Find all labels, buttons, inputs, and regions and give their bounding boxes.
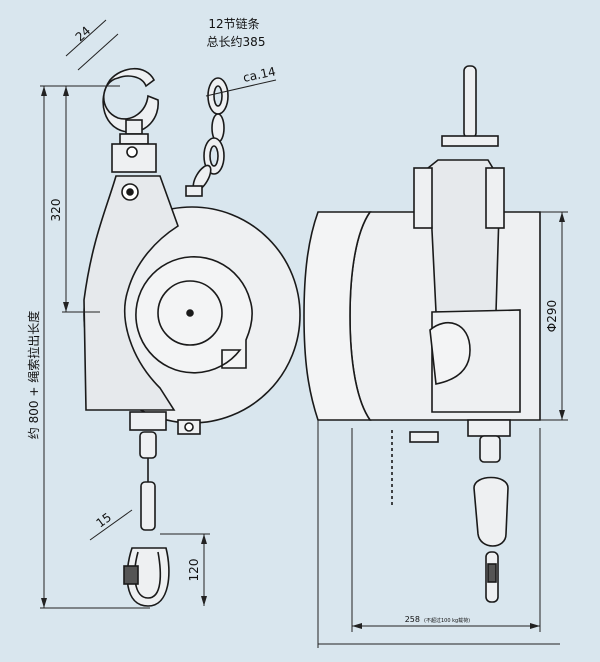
side-carabiner <box>473 476 509 547</box>
dim-phi290-label: Φ290 <box>545 300 559 332</box>
dim-ca14-label: ca.14 <box>242 64 277 85</box>
top-hook <box>102 67 159 145</box>
dimension-lines <box>40 19 568 648</box>
dim-15-label: 15 <box>94 510 115 530</box>
chain-note-line2: 总长约385 <box>207 34 266 49</box>
front-view <box>83 67 301 607</box>
dim-24-label: 24 <box>73 24 94 45</box>
dim-120-label: 120 <box>187 559 201 582</box>
carabiner <box>123 481 170 607</box>
dim-320-label: 320 <box>49 199 63 222</box>
front-ring <box>303 211 372 421</box>
chain <box>185 77 229 197</box>
dim-258-note: (不超过100 kg载荷) <box>424 617 470 624</box>
arrowheads <box>41 86 565 629</box>
dim-total-label: 约 800 + 绳索拉出长度 <box>26 311 41 439</box>
dim-258-label: 258 <box>405 615 420 624</box>
chain-note-line1: 12节链条 <box>208 16 259 31</box>
bottom-block <box>129 411 167 431</box>
side-cover <box>83 175 179 411</box>
swivel <box>139 431 157 459</box>
hanger-shaft <box>463 65 477 139</box>
neck-bolt <box>126 146 138 158</box>
side-view <box>303 65 541 603</box>
